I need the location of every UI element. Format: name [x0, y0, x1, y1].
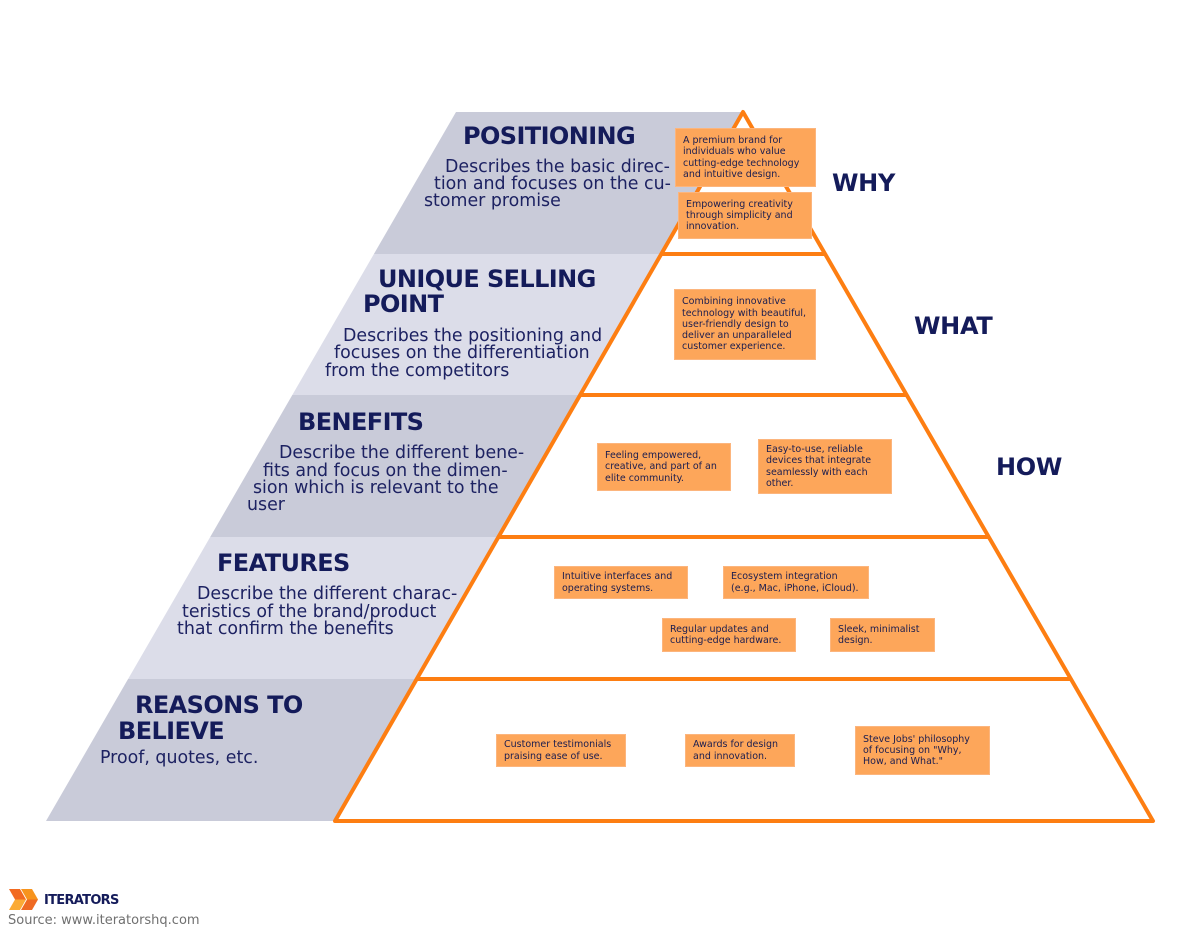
layer-title: FEATURES — [217, 548, 350, 577]
note-line: operating systems. — [562, 582, 654, 594]
note-line: devices that integrate — [766, 455, 872, 467]
note-card: Intuitive interfaces and operating syste… — [554, 566, 688, 599]
note-line: technology with beautiful, — [682, 307, 807, 319]
note-line: Customer testimonials — [504, 739, 612, 751]
layer-description-line: sion which is relevant to the — [253, 477, 499, 498]
layer-description-line: Describe the different bene- — [279, 443, 525, 464]
brand-name: ITERATORS — [44, 892, 119, 908]
layer-title: REASONS TO — [135, 691, 303, 719]
note-line: elite community. — [605, 472, 684, 484]
layer-description-line: stomer promise — [424, 191, 561, 212]
pyramid-outline — [333, 110, 1155, 823]
band-features — [128, 537, 499, 679]
note-card: Sleek, minimalist design. — [830, 618, 935, 652]
layer-title: POSITIONING — [463, 122, 636, 150]
note-line: deliver an unparalleled — [682, 330, 792, 342]
note-card: Easy-to-use, reliable devices that integ… — [758, 439, 892, 494]
note-card: Customer testimonials praising ease of u… — [496, 734, 626, 767]
layer-description-line: user — [247, 495, 285, 516]
layer-description-line: fits and focus on the dimen- — [263, 460, 508, 481]
note-card: Ecosystem integration (e.g., Mac, iPhone… — [723, 566, 869, 599]
note-line: customer experience. — [682, 341, 786, 353]
layer-description-line: teristics of the brand/product — [182, 601, 437, 622]
layer-title: POINT — [363, 290, 444, 318]
note-line: Intuitive interfaces and — [562, 571, 673, 583]
note-line: of focusing on "Why, — [863, 744, 962, 756]
note-line: seamlessly with each — [766, 466, 868, 478]
note-card: A premium brand for individuals who valu… — [675, 128, 816, 187]
layer-title: BELIEVE — [118, 717, 225, 745]
layer-description-line: Describe the different charac- — [197, 584, 458, 605]
source-credit: Source: www.iteratorshq.com — [8, 912, 200, 928]
note-line: and innovation. — [693, 750, 768, 762]
question-label-what: WHAT — [914, 312, 993, 340]
note-line: Ecosystem integration — [731, 571, 838, 583]
note-line: Easy-to-use, reliable — [766, 443, 863, 455]
note-card: Empowering creativity through simplicity… — [678, 192, 812, 239]
question-label-why: WHY — [832, 169, 896, 197]
layer-description-line: focuses on the differentiation — [334, 343, 590, 364]
note-line: cutting-edge hardware. — [670, 635, 782, 646]
note-line: A premium brand for — [683, 134, 783, 146]
note-line: How, and What." — [863, 756, 944, 768]
note-line: Feeling empowered, — [605, 450, 702, 462]
note-line: cutting-edge technology — [683, 157, 800, 169]
note-line: praising ease of use. — [504, 750, 603, 762]
note-card: Feeling empowered, creative, and part of… — [597, 443, 731, 491]
note-line: Regular updates and — [670, 623, 769, 635]
note-line: Combining innovative — [682, 296, 786, 308]
layer-title: UNIQUE SELLING — [378, 265, 596, 293]
band-positioning — [373, 112, 743, 254]
note-card: Steve Jobs' philosophy of focusing on "W… — [855, 726, 990, 775]
layer-description-line: tion and focuses on the cu- — [434, 174, 671, 194]
note-line: Empowering creativity — [686, 198, 793, 210]
iterators-logo-icon — [9, 889, 38, 910]
note-line: through simplicity and — [686, 209, 793, 221]
note-line: design. — [838, 635, 873, 646]
note-line: Steve Jobs' philosophy — [863, 733, 970, 745]
layer-description-line: Describes the positioning and — [343, 326, 603, 346]
question-label-how: HOW — [996, 453, 1063, 481]
note-line: (e.g., Mac, iPhone, iCloud). — [731, 582, 859, 594]
note-line: Sleek, minimalist — [838, 623, 920, 635]
note-line: innovation. — [686, 221, 740, 233]
note-line: user-friendly design to — [682, 318, 789, 330]
note-card: Combining innovative technology with bea… — [674, 289, 816, 360]
note-line: individuals who value — [683, 146, 786, 158]
note-line: creative, and part of an — [605, 461, 717, 473]
note-card: Awards for design and innovation. — [685, 734, 795, 767]
note-line: other. — [766, 477, 794, 489]
band-reasons-to-believe — [46, 679, 417, 821]
layer-description-line: that confirm the benefits — [177, 618, 394, 639]
layer-description-line: Proof, quotes, etc. — [100, 748, 259, 769]
note-card: Regular updates and cutting-edge hardwar… — [662, 618, 796, 652]
layer-title: BENEFITS — [298, 407, 424, 436]
note-line: and intuitive design. — [683, 168, 781, 180]
band-unique-selling-point — [292, 254, 662, 395]
note-line: Awards for design — [693, 739, 779, 751]
band-benefits — [210, 395, 581, 537]
layer-description-line: from the competitors — [325, 360, 510, 381]
layer-description-line: Describes the basic direc- — [445, 156, 670, 177]
